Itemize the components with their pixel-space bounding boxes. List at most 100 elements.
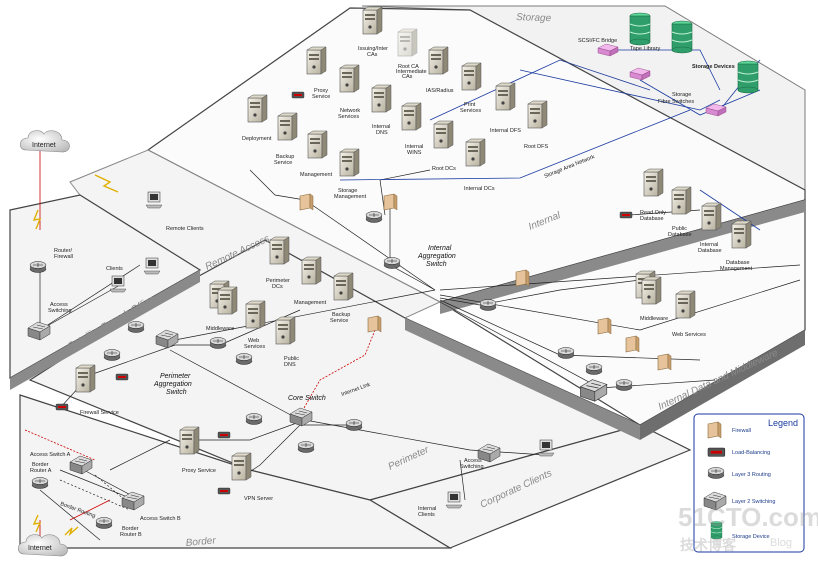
firewall-icon [625, 335, 640, 353]
server-icon [339, 64, 360, 93]
legend-item-firewall: Firewall [732, 428, 751, 434]
storage-device-icon [629, 12, 651, 46]
internet-label-bottom: Internet [28, 545, 52, 552]
firewall-service-label: Firewall Service [80, 410, 119, 416]
server-icon [333, 272, 354, 301]
server-icon [428, 46, 449, 75]
load-balancer-icon [619, 211, 633, 219]
internal-dcs-label: Internal DCs [464, 186, 495, 192]
server-icon [301, 256, 322, 285]
firewall-icon [367, 315, 382, 333]
server-icon [433, 120, 454, 149]
client-pc-icon [109, 275, 127, 293]
watermark-sub: 技术博客 [680, 537, 737, 553]
router-icon [365, 211, 383, 223]
internal-client-pc-icon [445, 491, 463, 509]
lightning-icon [32, 209, 42, 230]
server-icon [401, 102, 422, 131]
router-icon [127, 321, 145, 333]
border-router-icon [95, 517, 113, 529]
remote-client-pc-icon [145, 191, 163, 209]
server-icon [641, 276, 662, 305]
router-icon [29, 261, 47, 273]
router-icon [707, 467, 725, 479]
server-icon [461, 62, 482, 91]
lightning-icon [64, 526, 79, 537]
watermark-blog: Blog [770, 537, 792, 549]
load-balancer-icon [115, 373, 129, 381]
server-icon [339, 148, 360, 177]
server-icon [671, 186, 692, 215]
watermark: 51CTO.com 技术博客 Blog [678, 502, 818, 553]
internet-cloud-top: Internet [19, 130, 70, 153]
firewall-icon [707, 421, 722, 439]
proxy-perimeter-label: Proxy Service [182, 468, 216, 474]
management-internal-label: Management [300, 172, 333, 178]
zone-label-border: Border [185, 535, 217, 549]
storage-device-icon [671, 20, 693, 54]
router-icon [209, 337, 227, 349]
server-icon [371, 84, 392, 113]
printer-icon [143, 257, 161, 275]
router-icon [235, 353, 253, 365]
load-balancer-icon [217, 431, 231, 439]
storage-devices-label: Storage Devices [692, 64, 735, 70]
legend-item-storage: Storage Device [732, 534, 770, 540]
zone-label-storage: Storage [516, 12, 552, 24]
internet-cloud-bottom: Internet [17, 534, 68, 557]
router-firewall-label: Router/Firewall [54, 248, 73, 260]
legend-title: Legend [768, 418, 798, 428]
router-icon [479, 299, 497, 311]
server-icon [675, 290, 696, 319]
server-icon [179, 426, 200, 455]
server-icon [247, 94, 268, 123]
load-balancer-icon [707, 447, 726, 458]
remote-clients-label: Remote Clients [166, 226, 204, 232]
management-perimeter-label: Management [294, 300, 327, 306]
middleware-internal-label: Middleware [640, 316, 668, 322]
router-icon [585, 363, 603, 375]
server-icon [275, 316, 296, 345]
legend-item-layer3: Layer 3 Routing [732, 472, 771, 478]
server-icon [231, 452, 252, 481]
server-icon [731, 220, 752, 249]
router-icon [245, 413, 263, 425]
legend: Legend Firewall Load-Balancing Layer 3 R… [693, 413, 805, 553]
storage-devices-group: SCSI/FC Bridge Tape Library Storage Devi… [578, 12, 759, 117]
watermark-site: 51CTO.com [678, 502, 818, 532]
web-services-internal-label: Web Services [672, 332, 706, 338]
server-icon [465, 138, 486, 167]
server-icon [217, 286, 238, 315]
ias-label: IAS/Radius [426, 88, 454, 94]
firewall-icon [515, 269, 530, 287]
access-switch-b-label: Access Switch B [140, 516, 181, 522]
server-icon [307, 130, 328, 159]
root-dfs-label: Root DFS [524, 144, 548, 150]
root-dcs-label: Root DCs [432, 166, 456, 172]
load-balancer-icon [291, 91, 305, 99]
server-icon [362, 6, 383, 35]
server-icon [643, 168, 664, 197]
router-icon [557, 347, 575, 359]
vpn-server-label: VPN Server [244, 496, 273, 502]
legend-item-layer2: Layer 2 Switching [732, 499, 775, 505]
router-icon [383, 257, 401, 269]
server-icon [269, 236, 290, 265]
deployment-label: Deployment [242, 136, 272, 142]
load-balancer-icon [55, 403, 69, 411]
